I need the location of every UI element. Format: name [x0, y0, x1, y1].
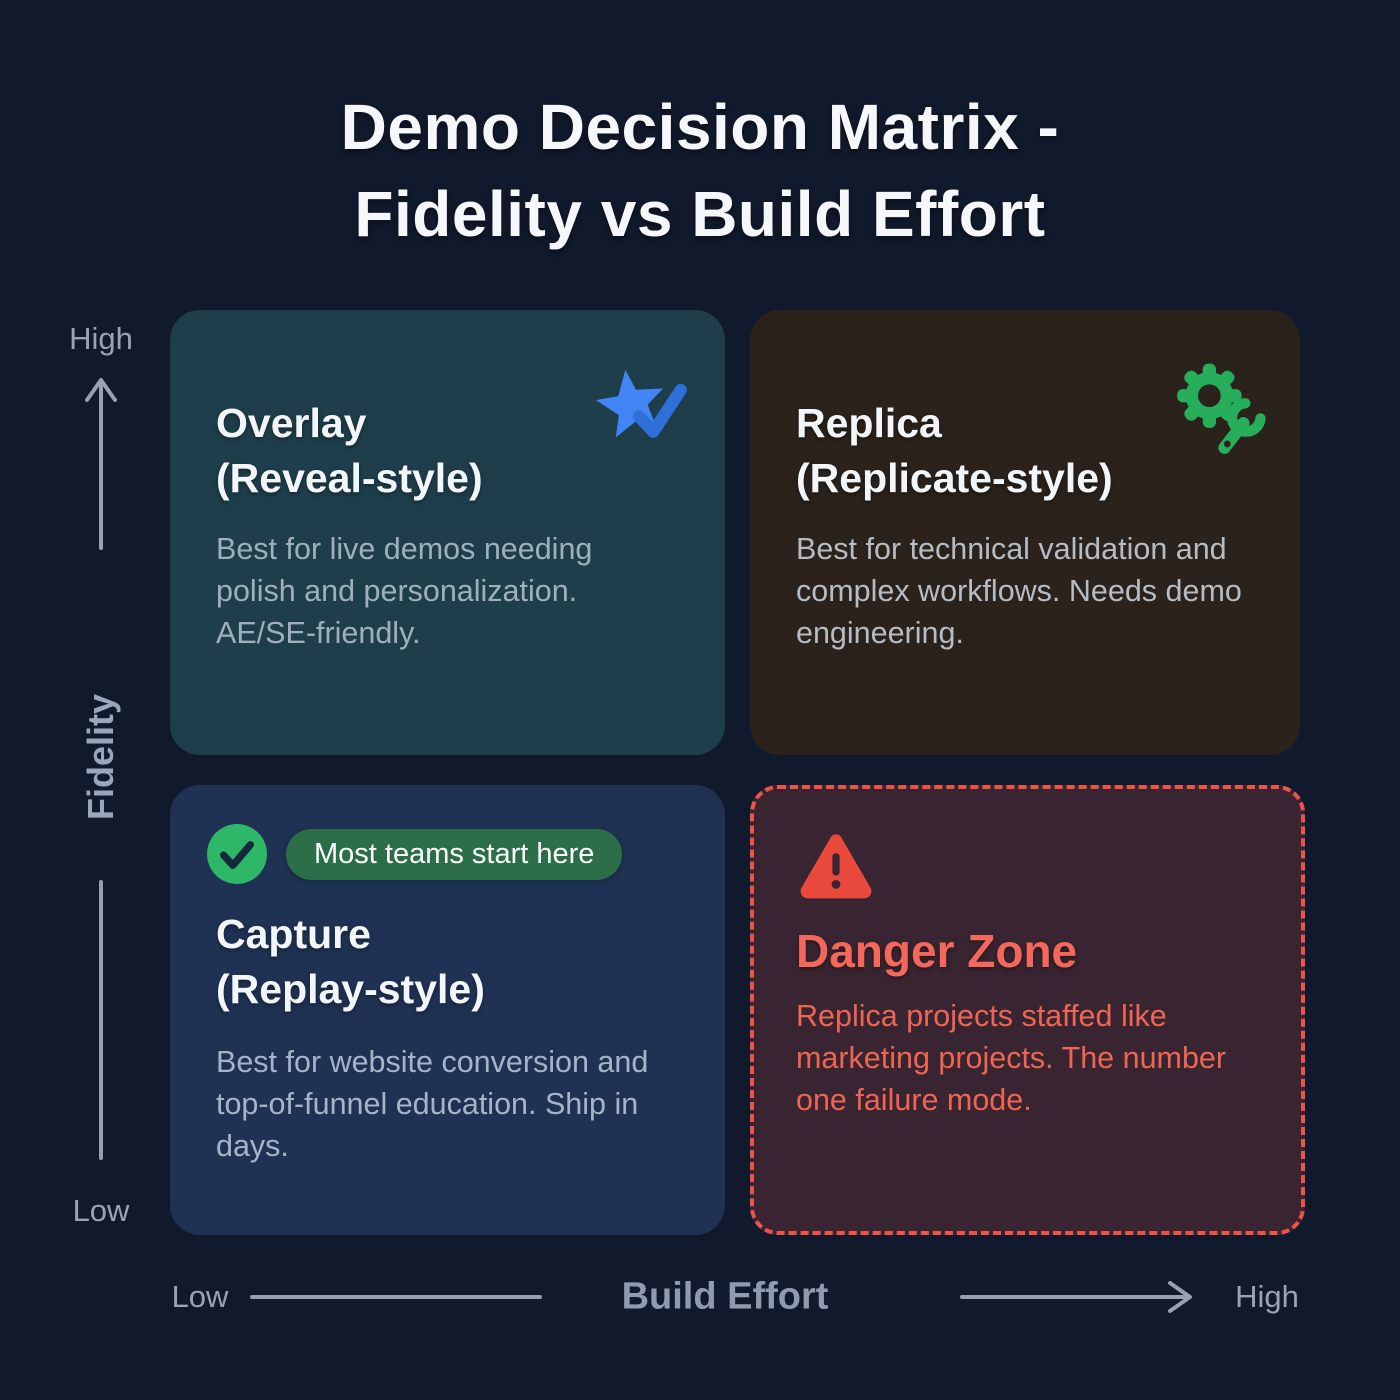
capture-title-line2: (Replay-style): [216, 965, 485, 1012]
y-axis-low-label: Low: [72, 1193, 130, 1228]
overlay-title-line1: Overlay: [216, 400, 367, 446]
overlay-title: Overlay (Reveal-style): [216, 396, 483, 505]
quadrant-replica-card: Replica (Replicate-style) Best for techn…: [750, 310, 1300, 755]
replica-description: Best for technical validation and comple…: [796, 532, 1242, 651]
y-axis-high-label: High: [69, 321, 133, 356]
x-axis-arrowhead: [1168, 1281, 1192, 1313]
quadrant-danger-card: Danger Zone Replica projects staffed lik…: [750, 785, 1305, 1235]
gear-wrench-icon: [1177, 363, 1266, 454]
star-check-icon: [595, 369, 687, 438]
overlay-title-line2: (Reveal-style): [216, 454, 483, 501]
y-axis-arrowhead: [85, 378, 117, 402]
replica-title-line1: Replica: [796, 400, 942, 446]
capture-description: Best for website conversion and top-of-f…: [216, 1045, 649, 1164]
quadrant-capture-card: Most teams start here Capture (Replay-st…: [170, 785, 725, 1235]
x-axis-low-label: Low: [171, 1279, 229, 1314]
x-axis-high-label: High: [1235, 1279, 1299, 1314]
check-circle-icon: [207, 824, 267, 884]
capture-badge: Most teams start here: [286, 828, 623, 880]
y-axis-title: Fidelity: [80, 693, 121, 821]
capture-title: Capture (Replay-style): [216, 907, 485, 1016]
x-axis-title: Build Effort: [621, 1275, 829, 1318]
capture-title-line1: Capture: [216, 911, 371, 957]
replica-title-line2: (Replicate-style): [796, 454, 1113, 501]
capture-badge-row: Most teams start here: [206, 823, 623, 885]
page-title: Demo Decision Matrix - Fidelity vs Build…: [0, 84, 1400, 258]
overlay-description: Best for live demos needing polish and p…: [216, 532, 593, 651]
warning-triangle-icon: [800, 834, 872, 899]
danger-title: Danger Zone: [796, 925, 1078, 977]
page-title-line2: Fidelity vs Build Effort: [354, 178, 1046, 251]
danger-description: Replica projects staffed like marketing …: [796, 999, 1227, 1118]
page-title-line1: Demo Decision Matrix -: [340, 91, 1060, 163]
quadrant-overlay-card: Overlay (Reveal-style) Best for live dem…: [170, 310, 725, 755]
replica-title: Replica (Replicate-style): [796, 396, 1113, 505]
